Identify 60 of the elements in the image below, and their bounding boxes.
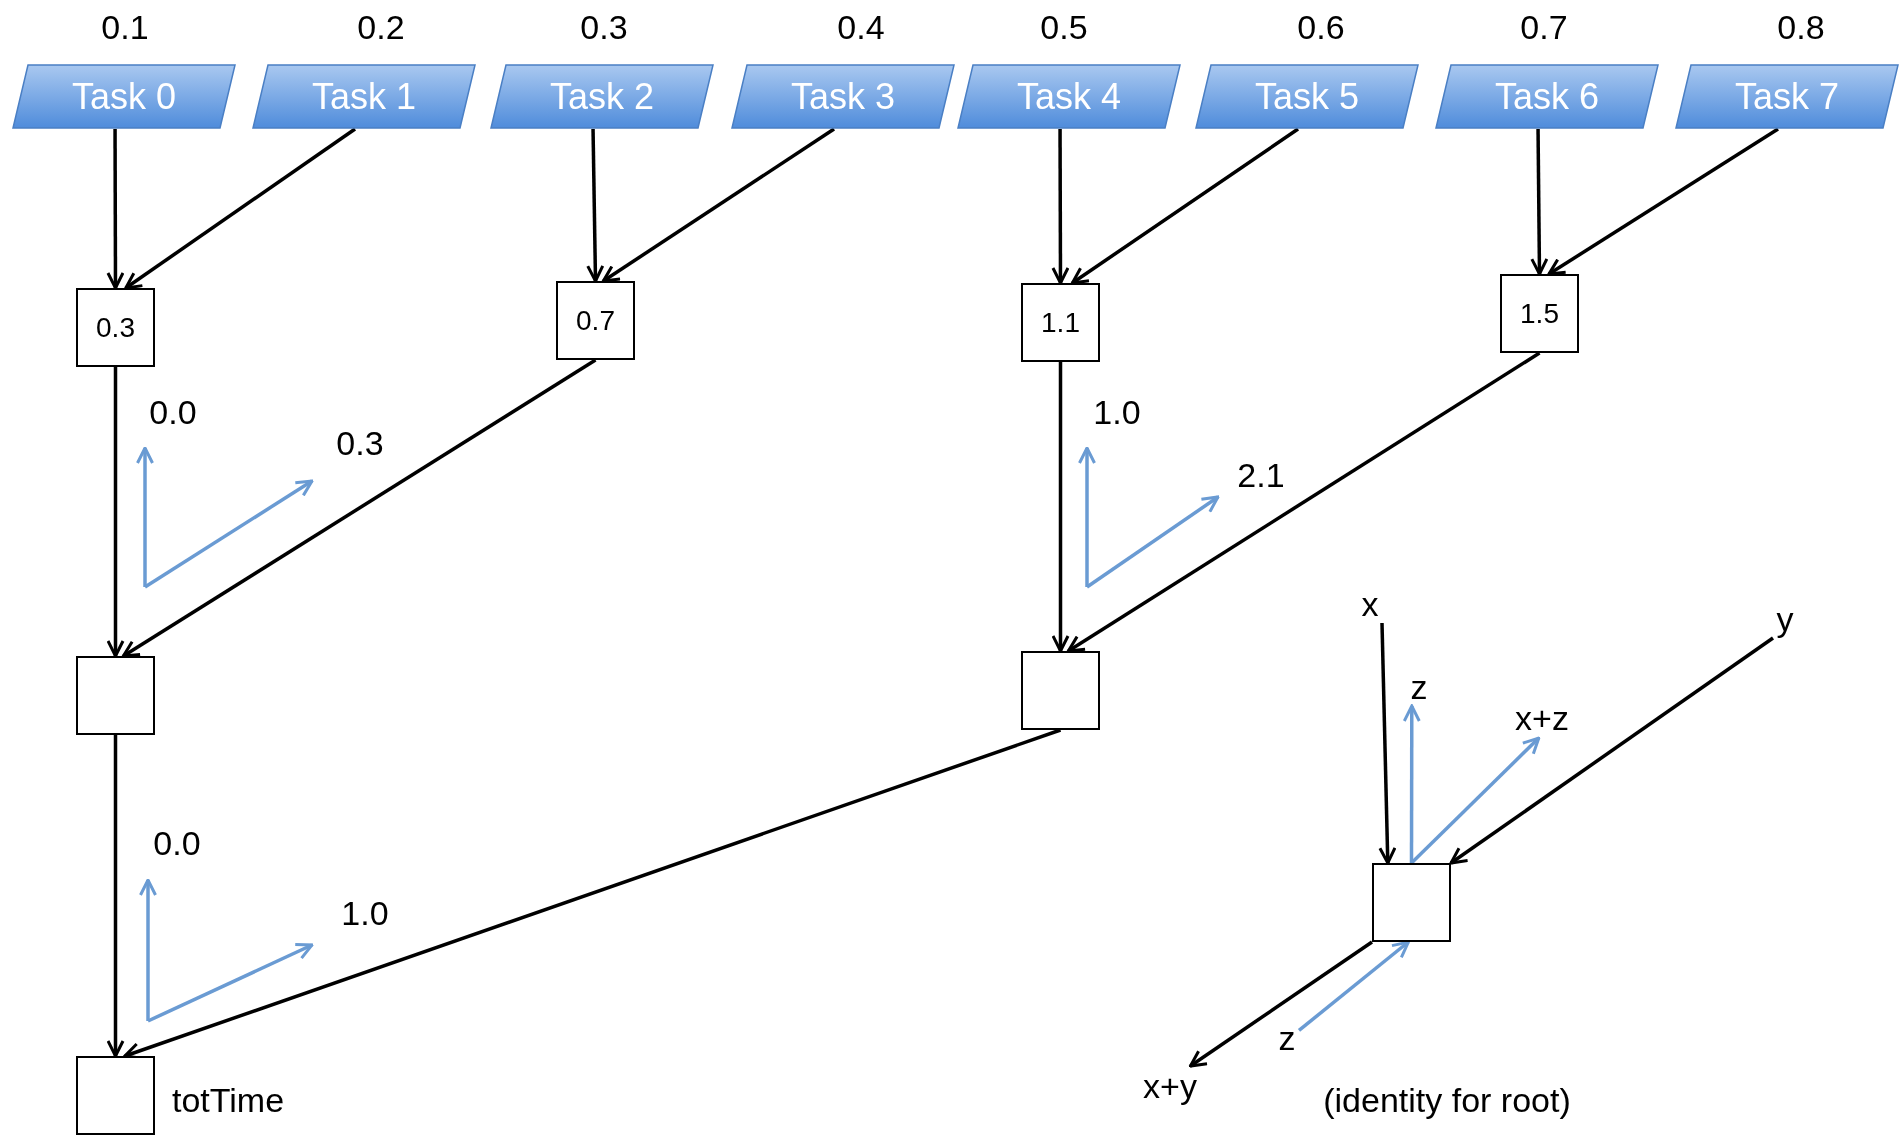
value-box — [1021, 283, 1100, 362]
value-label: 0.6 — [1297, 10, 1345, 44]
arrow — [1449, 636, 1774, 865]
arrow — [1410, 736, 1541, 865]
value-text: 0.3 — [96, 310, 135, 345]
arrow — [1378, 622, 1397, 865]
value-label: 0.0 — [153, 826, 201, 860]
value-text: z — [1278, 1021, 1296, 1055]
value-box — [76, 288, 155, 367]
arrow — [1402, 704, 1421, 863]
value-text: 1.5 — [1520, 296, 1559, 331]
arrow — [121, 358, 597, 658]
arrow — [586, 128, 605, 283]
arrow — [1066, 351, 1541, 653]
value-label: 0.8 — [1777, 10, 1825, 44]
value-label: 0.1 — [101, 10, 149, 44]
value-text: x — [1361, 587, 1379, 621]
value-text: 0.7 — [576, 303, 615, 338]
value-text: 1.1 — [1041, 305, 1080, 340]
task-label: Task 2 — [549, 74, 654, 119]
value-box — [1500, 274, 1579, 353]
value-box — [1372, 863, 1451, 942]
value-label: (identity for root) — [1323, 1083, 1571, 1117]
task-label: Task 5 — [1254, 74, 1359, 119]
value-label: 1.0 — [1093, 395, 1141, 429]
task-label: Task 7 — [1734, 74, 1839, 119]
arrow — [106, 735, 125, 1058]
value-label: 0.3 — [336, 426, 384, 460]
value-label: 0.0 — [149, 395, 197, 429]
value-label: 2.1 — [1237, 458, 1285, 492]
arrow — [601, 127, 835, 283]
task-label: Task 0 — [71, 74, 176, 119]
arrow — [1051, 362, 1070, 653]
value-label: 0.7 — [1520, 10, 1568, 44]
value-text: y — [1776, 602, 1794, 636]
node-label: totTime — [172, 1083, 285, 1117]
value-label: 0.3 — [580, 10, 628, 44]
arrow — [1547, 127, 1779, 276]
task-label: Task 3 — [790, 74, 895, 119]
value-label: 0.4 — [837, 10, 885, 44]
value-label: 0.2 — [357, 10, 405, 44]
task-label: Task 6 — [1494, 74, 1599, 119]
value-box — [1021, 651, 1100, 730]
arrow — [106, 129, 125, 290]
value-box — [76, 656, 155, 735]
value-text: z — [1410, 670, 1428, 704]
arrow — [1297, 940, 1410, 1032]
value-text: x+z — [1515, 701, 1569, 735]
value-label: 1.0 — [341, 896, 389, 930]
value-label: 0.5 — [1040, 10, 1088, 44]
task-label: Task 4 — [1016, 74, 1121, 119]
arrow — [1051, 129, 1070, 285]
arrow — [1188, 940, 1373, 1068]
arrow — [1530, 129, 1549, 276]
task-label: Task 1 — [311, 74, 416, 119]
arrow — [106, 367, 125, 658]
arrow — [124, 127, 357, 290]
value-box — [556, 281, 635, 360]
arrow — [1070, 127, 1300, 285]
value-text: x+y — [1143, 1069, 1197, 1103]
